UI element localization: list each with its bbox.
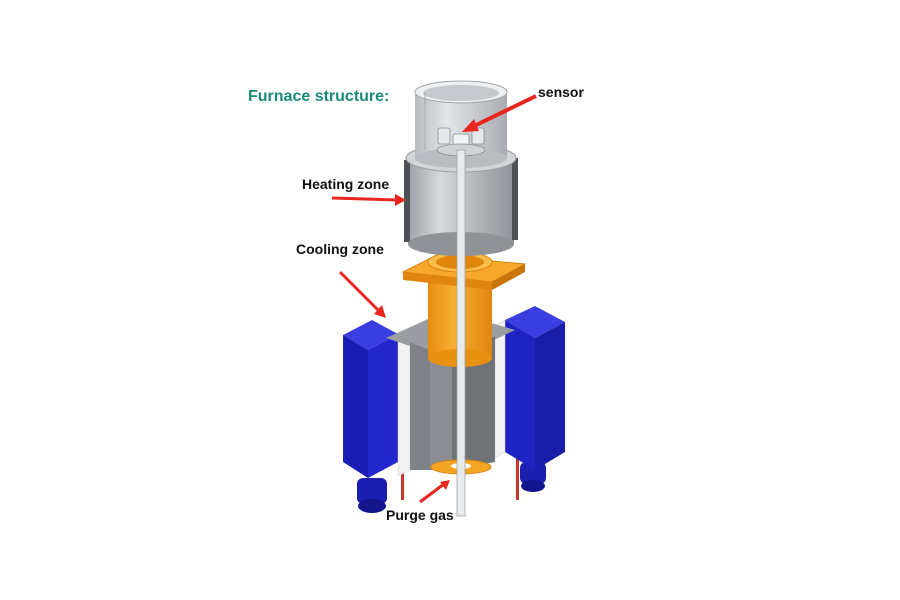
cooling-block-right bbox=[505, 306, 565, 470]
label-purge-gas: Purge gas bbox=[386, 507, 454, 523]
cooling-block-left bbox=[343, 320, 398, 478]
center-rod bbox=[456, 149, 466, 517]
arrow-heating bbox=[331, 194, 406, 206]
arrow-purge bbox=[419, 480, 450, 504]
label-heating-zone: Heating zone bbox=[302, 176, 390, 192]
label-sensor: sensor bbox=[538, 84, 584, 100]
arrow-sensor bbox=[462, 94, 537, 132]
purge-inlets bbox=[357, 458, 546, 513]
arrow-cooling bbox=[338, 270, 386, 318]
diagram-title: Furnace structure: bbox=[248, 88, 390, 105]
label-cooling-zone: Cooling zone bbox=[296, 241, 384, 257]
